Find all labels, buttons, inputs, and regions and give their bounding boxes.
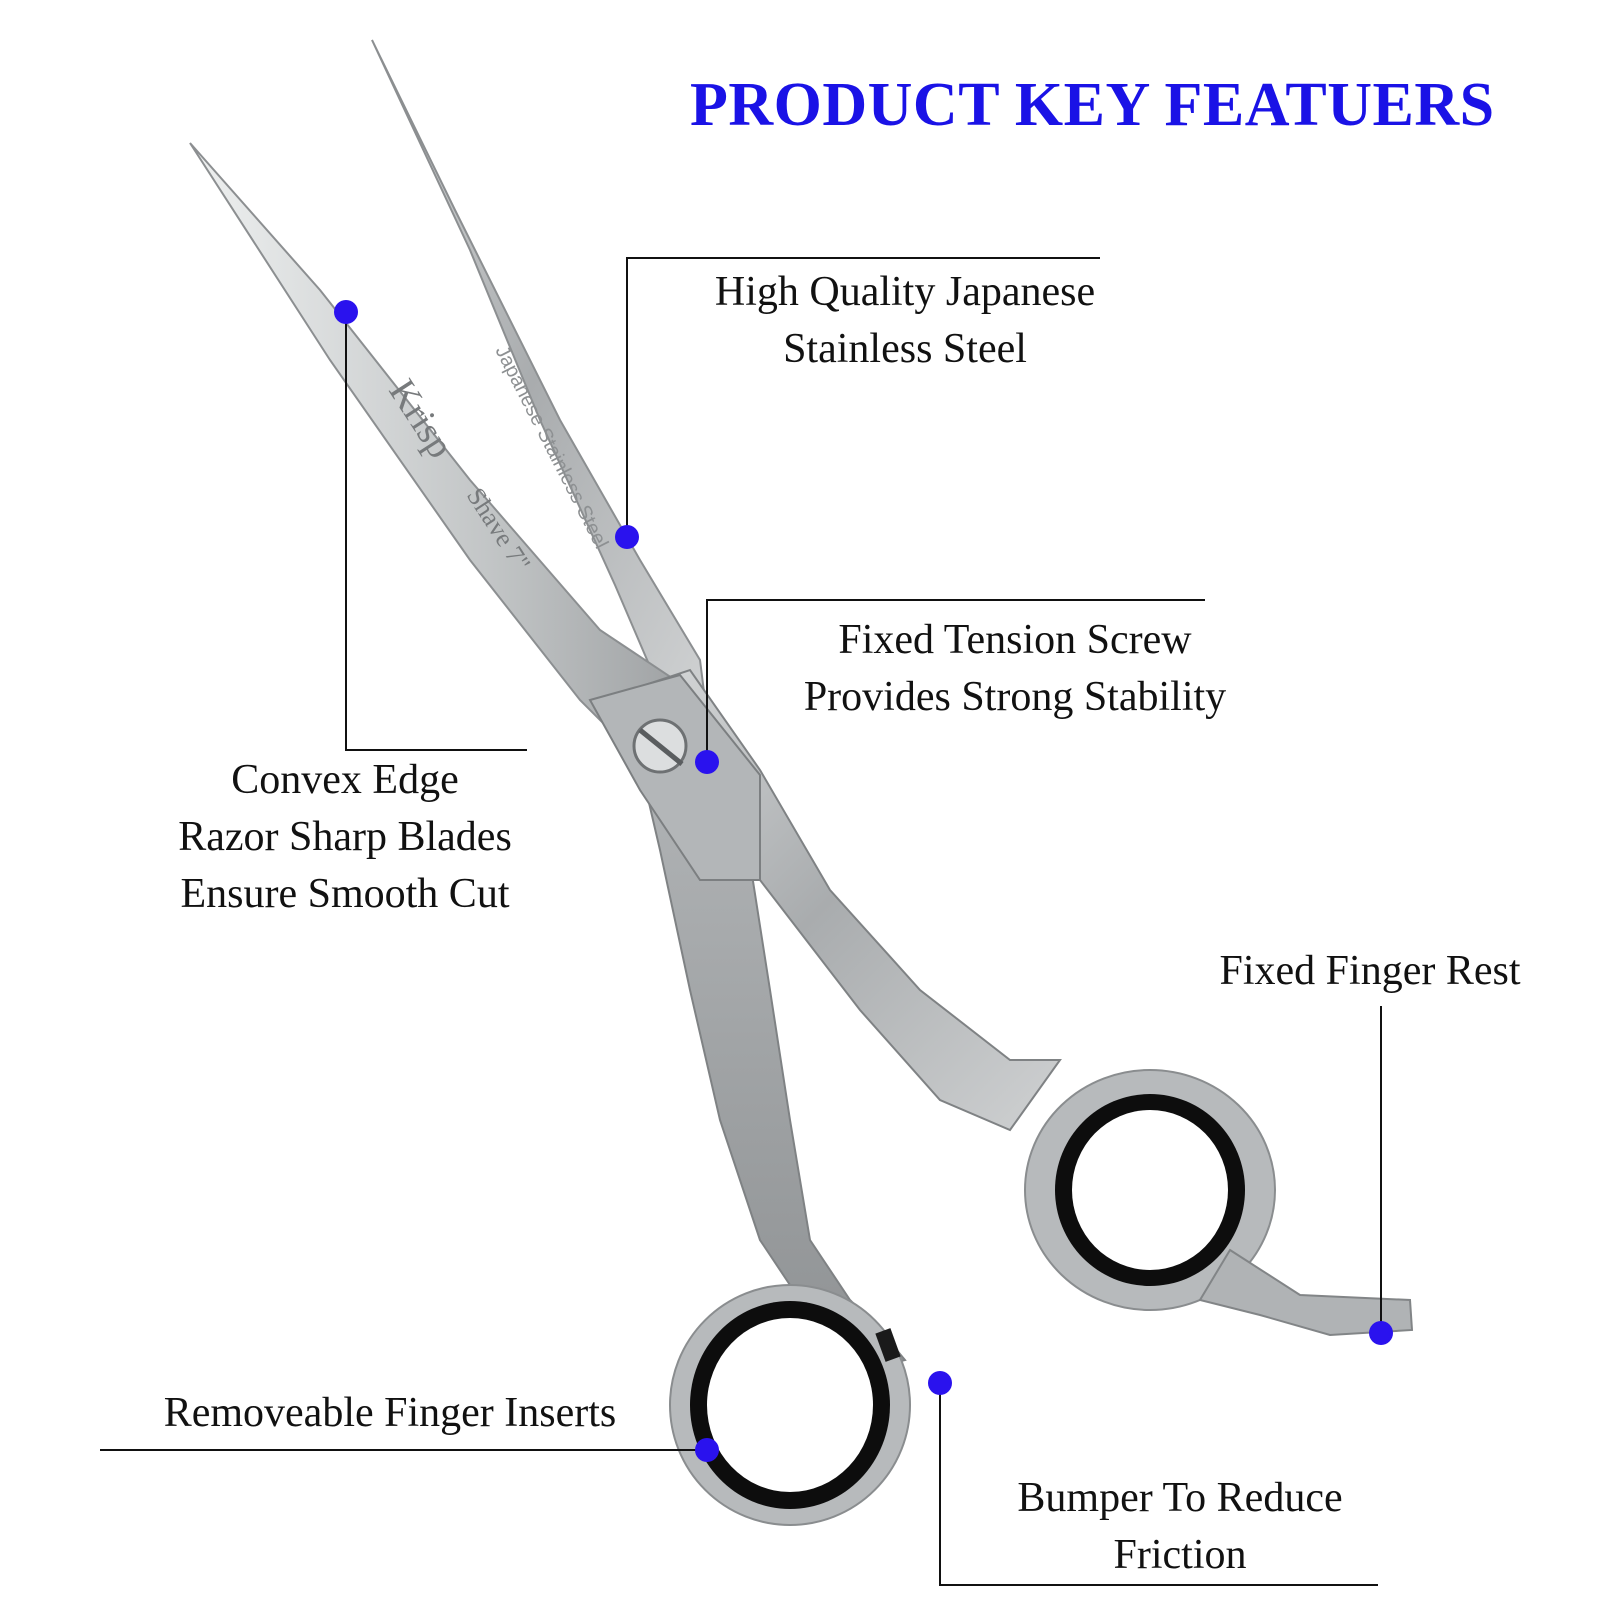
feature-line: High Quality Japanese <box>714 269 1096 315</box>
feature-label-steel: High Quality Japanese Stainless Steel <box>630 264 1180 378</box>
tension-screw <box>632 718 688 774</box>
leader-edge <box>345 312 527 751</box>
feature-line: Ensure Smooth Cut <box>180 871 510 917</box>
callout-dot-steel <box>615 525 639 549</box>
feature-line: Convex Edge <box>231 757 459 803</box>
callout-dot-screw <box>695 750 719 774</box>
feature-line: Removeable Finger Inserts <box>163 1390 617 1436</box>
callout-dot-rest <box>1369 1321 1393 1345</box>
callout-dot-bumper <box>928 1371 952 1395</box>
feature-line: Fixed Finger Rest <box>1219 948 1521 994</box>
feature-line: Bumper To Reduce <box>1017 1475 1343 1521</box>
leader-bumper <box>939 1383 1378 1586</box>
feature-label-inserts: Removeable Finger Inserts <box>110 1385 670 1442</box>
leader-screw <box>706 599 1205 760</box>
feature-line: Provides Strong Stability <box>803 674 1227 720</box>
leader-steel <box>626 257 1100 530</box>
callout-dot-edge <box>334 300 358 324</box>
feature-label-edge: Convex Edge Razor Sharp Blades Ensure Sm… <box>140 752 550 923</box>
feature-label-screw: Fixed Tension Screw Provides Strong Stab… <box>750 612 1280 726</box>
right-finger-ring <box>1024 1069 1414 1337</box>
feature-line: Razor Sharp Blades <box>178 814 512 860</box>
left-finger-ring <box>669 1284 911 1526</box>
feature-line: Fixed Tension Screw <box>838 617 1192 663</box>
page-title: PRODUCT KEY FEATUERS <box>690 71 1495 139</box>
feature-line: Friction <box>1113 1532 1247 1578</box>
pivot-plate <box>588 673 761 881</box>
feature-label-rest: Fixed Finger Rest <box>1170 943 1570 1000</box>
feature-line: Stainless Steel <box>783 326 1027 372</box>
callout-dot-inserts <box>695 1438 719 1462</box>
feature-label-bumper: Bumper To Reduce Friction <box>960 1470 1400 1584</box>
